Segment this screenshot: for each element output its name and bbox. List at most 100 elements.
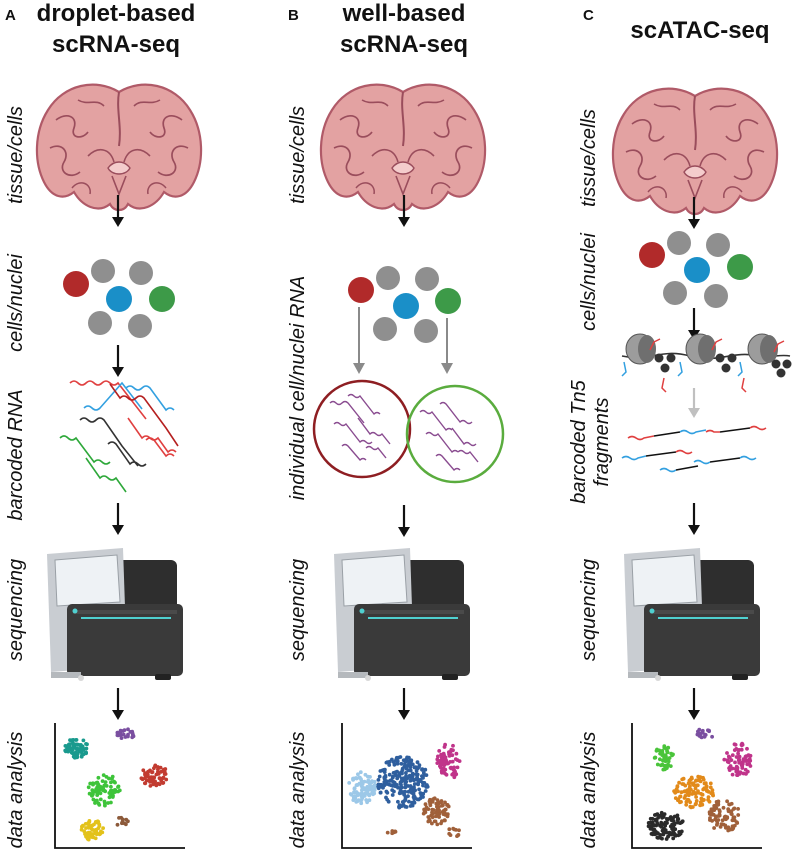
- scatter-point: [676, 820, 680, 825]
- scatter-point: [732, 748, 737, 752]
- cell-icon: [727, 254, 753, 280]
- scatter-point: [664, 746, 669, 751]
- scatter-point: [430, 807, 435, 812]
- scatter-point: [428, 803, 433, 808]
- rna-strand-icon: [439, 401, 473, 425]
- scatter-point: [74, 746, 79, 751]
- scatter-point: [671, 824, 676, 829]
- rna-strand-icon: [109, 383, 179, 447]
- scatter-point: [443, 767, 448, 772]
- scatter-point: [740, 764, 745, 768]
- scatter-point: [660, 815, 664, 820]
- scatter-point: [389, 783, 393, 788]
- scatter-point: [93, 836, 98, 841]
- cell-icon: [639, 242, 665, 268]
- rna-strand-icon: [145, 437, 175, 458]
- scatter-point: [450, 753, 455, 758]
- scatter-point: [441, 760, 446, 765]
- sequencer-icon: [333, 547, 471, 682]
- scatter-point: [697, 727, 702, 732]
- scatter-point: [653, 817, 658, 822]
- panel-label-a: A: [5, 7, 16, 24]
- scatter-point: [63, 748, 68, 753]
- scatter-point: [443, 771, 447, 776]
- cells-group: [639, 231, 753, 308]
- scatter-point: [748, 753, 753, 758]
- scatter-point: [410, 771, 415, 776]
- cell-icon: [376, 266, 400, 290]
- scatter-point: [415, 760, 420, 765]
- scatter-point: [358, 775, 362, 780]
- scatter-point: [698, 803, 702, 808]
- scatter-point: [121, 732, 126, 737]
- well-rna: [329, 393, 479, 472]
- scatter-point: [106, 801, 110, 805]
- scatter-point: [95, 780, 100, 785]
- scatter-point: [116, 785, 120, 789]
- scatter-point: [126, 734, 130, 739]
- rna-strand-icon: [419, 409, 453, 432]
- scatter-point: [663, 753, 667, 758]
- scatter-point: [141, 768, 146, 773]
- scatter-point: [119, 736, 124, 740]
- scatter-point: [161, 775, 166, 780]
- scatter-point: [672, 789, 676, 793]
- scatter-point: [113, 790, 117, 794]
- scatter-plot-icon: [54, 723, 185, 849]
- scatter-point: [668, 815, 673, 819]
- step-label-sequencing-b: sequencing: [287, 559, 309, 661]
- scatter-point: [430, 821, 434, 826]
- panel-a: A droplet-based scRNA-seq tissue/cells c…: [5, 0, 203, 849]
- rna-strand-icon: [125, 385, 175, 412]
- scatter-point: [407, 773, 412, 778]
- scatter-point: [650, 832, 655, 837]
- scatter-point: [400, 771, 404, 776]
- scatter-point: [680, 782, 685, 786]
- scatter-point: [447, 750, 451, 755]
- scatter-point: [663, 823, 668, 828]
- rna-strand-icon: [59, 435, 111, 465]
- scatter-point: [152, 766, 156, 771]
- scatter-point: [359, 794, 364, 799]
- scatter-point: [378, 790, 383, 795]
- scatter-point: [435, 761, 440, 765]
- scatter-point: [97, 788, 101, 793]
- scatter-point: [96, 819, 101, 824]
- scatter-point: [656, 816, 660, 820]
- scatter-point: [696, 789, 700, 794]
- scatter-point: [90, 793, 94, 798]
- scatter-point: [408, 788, 413, 793]
- scatter-point: [356, 798, 361, 803]
- cluster-points: [347, 742, 462, 838]
- step-label-library-a: barcoded RNA: [5, 389, 27, 520]
- scatter-point: [457, 828, 461, 833]
- scatter-point: [96, 775, 101, 780]
- scatter-point: [667, 830, 672, 835]
- scatter-point: [354, 776, 359, 781]
- chromatin-fiber: [621, 333, 792, 393]
- scatter-point: [413, 788, 417, 793]
- scatter-point: [399, 761, 404, 766]
- scatter-point: [146, 769, 151, 774]
- scatter-point: [727, 755, 732, 760]
- scatter-point: [664, 765, 669, 770]
- scatter-point: [412, 765, 417, 770]
- scatter-point: [91, 782, 95, 787]
- scatter-point: [721, 805, 726, 810]
- scatter-point: [149, 779, 153, 784]
- scatter-point: [737, 760, 742, 765]
- scatter-point: [452, 771, 457, 775]
- cell-icon: [704, 284, 728, 308]
- scatter-point: [435, 822, 440, 827]
- scatter-point: [163, 772, 168, 776]
- scatter-point: [678, 794, 683, 799]
- scatter-point: [444, 758, 448, 763]
- scatter-point: [75, 742, 79, 747]
- scatter-point: [153, 763, 158, 768]
- scatter-point: [716, 799, 721, 804]
- scatter-point: [95, 798, 99, 803]
- scatter-point: [120, 817, 125, 822]
- scatter-point: [706, 795, 711, 799]
- scatter-point: [740, 741, 744, 746]
- scatter-point: [720, 818, 725, 823]
